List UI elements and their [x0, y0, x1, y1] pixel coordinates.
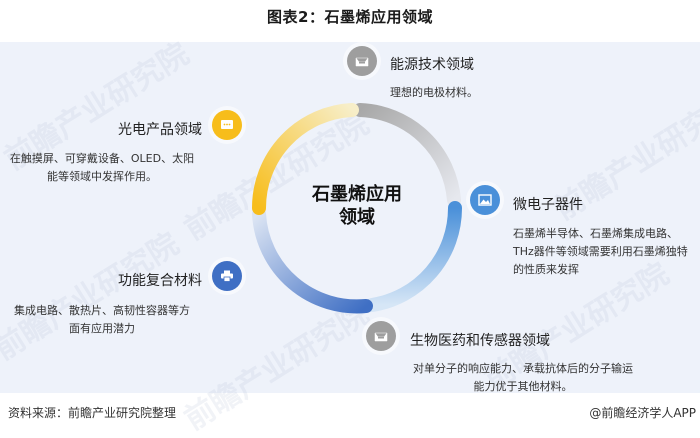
desc-line: 在触摸屏、可穿戴设备、OLED、太阳: [9, 152, 195, 165]
ring-segment-yellow: [251, 103, 359, 215]
node-desc-microelectronics: 石墨烯半导体、石墨烯集成电路、 THz器件等领域需要利用石墨烯独特 的性质来发挥: [513, 225, 688, 279]
node-title-composite: 功能复合材料: [118, 273, 202, 289]
desc-line: 面有应用潜力: [69, 322, 135, 335]
desc-line: 理想的电极材料。: [390, 86, 478, 99]
image-icon: [470, 185, 500, 215]
center-label-line2: 领域: [339, 207, 375, 228]
center-label: 石墨烯应用 领域: [297, 183, 417, 229]
desc-line: 石墨烯半导体、石墨烯集成电路、: [513, 227, 678, 240]
desc-line: THz器件等领域需要利用石墨烯独特: [513, 245, 688, 258]
ring-segment-blue: [365, 201, 463, 312]
inbox-icon: [347, 46, 377, 76]
desc-line: 的性质来发挥: [513, 263, 579, 276]
ring-segment-dark-blue: [252, 207, 373, 314]
node-desc-energy: 理想的电极材料。: [390, 84, 478, 102]
desc-line: 能等领域中发挥作用。: [47, 170, 157, 183]
figure-title: 图表2：石墨烯应用领域: [267, 8, 433, 26]
printer-icon: [212, 261, 242, 291]
node-desc-optoelectronics: 在触摸屏、可穿戴设备、OLED、太阳 能等领域中发挥作用。: [4, 150, 200, 186]
credit-note: @前瞻经济学人APP: [589, 406, 696, 420]
ring-segment-gray: [353, 103, 461, 207]
center-label-line1: 石墨烯应用: [312, 184, 402, 205]
node-title-optoelectronics: 光电产品领域: [118, 122, 202, 138]
node-title-energy: 能源技术领域: [390, 57, 474, 73]
desc-line: 对单分子的响应能力、承载抗体后的分子输运: [413, 362, 633, 375]
desc-line: 集成电路、散热片、高韧性容器等方: [14, 304, 190, 317]
node-desc-composite: 集成电路、散热片、高韧性容器等方 面有应用潜力: [4, 302, 200, 338]
desc-line: 能力优于其他材料。: [473, 380, 573, 393]
chat-bubble-icon: [212, 110, 242, 140]
node-title-microelectronics: 微电子器件: [513, 197, 583, 213]
diagram-panel: 前瞻产业研究院 前瞻产业研究院 前瞻产业研究院 前瞻产业研究院 前瞻产业研究院 …: [0, 36, 700, 437]
source-note: 资料来源：前瞻产业研究院整理: [8, 406, 177, 420]
node-title-biomedical: 生物医药和传感器领域: [410, 333, 550, 349]
node-desc-biomedical: 对单分子的响应能力、承载抗体后的分子输运 能力优于其他材料。: [400, 360, 646, 396]
inbox-icon: [366, 321, 396, 351]
